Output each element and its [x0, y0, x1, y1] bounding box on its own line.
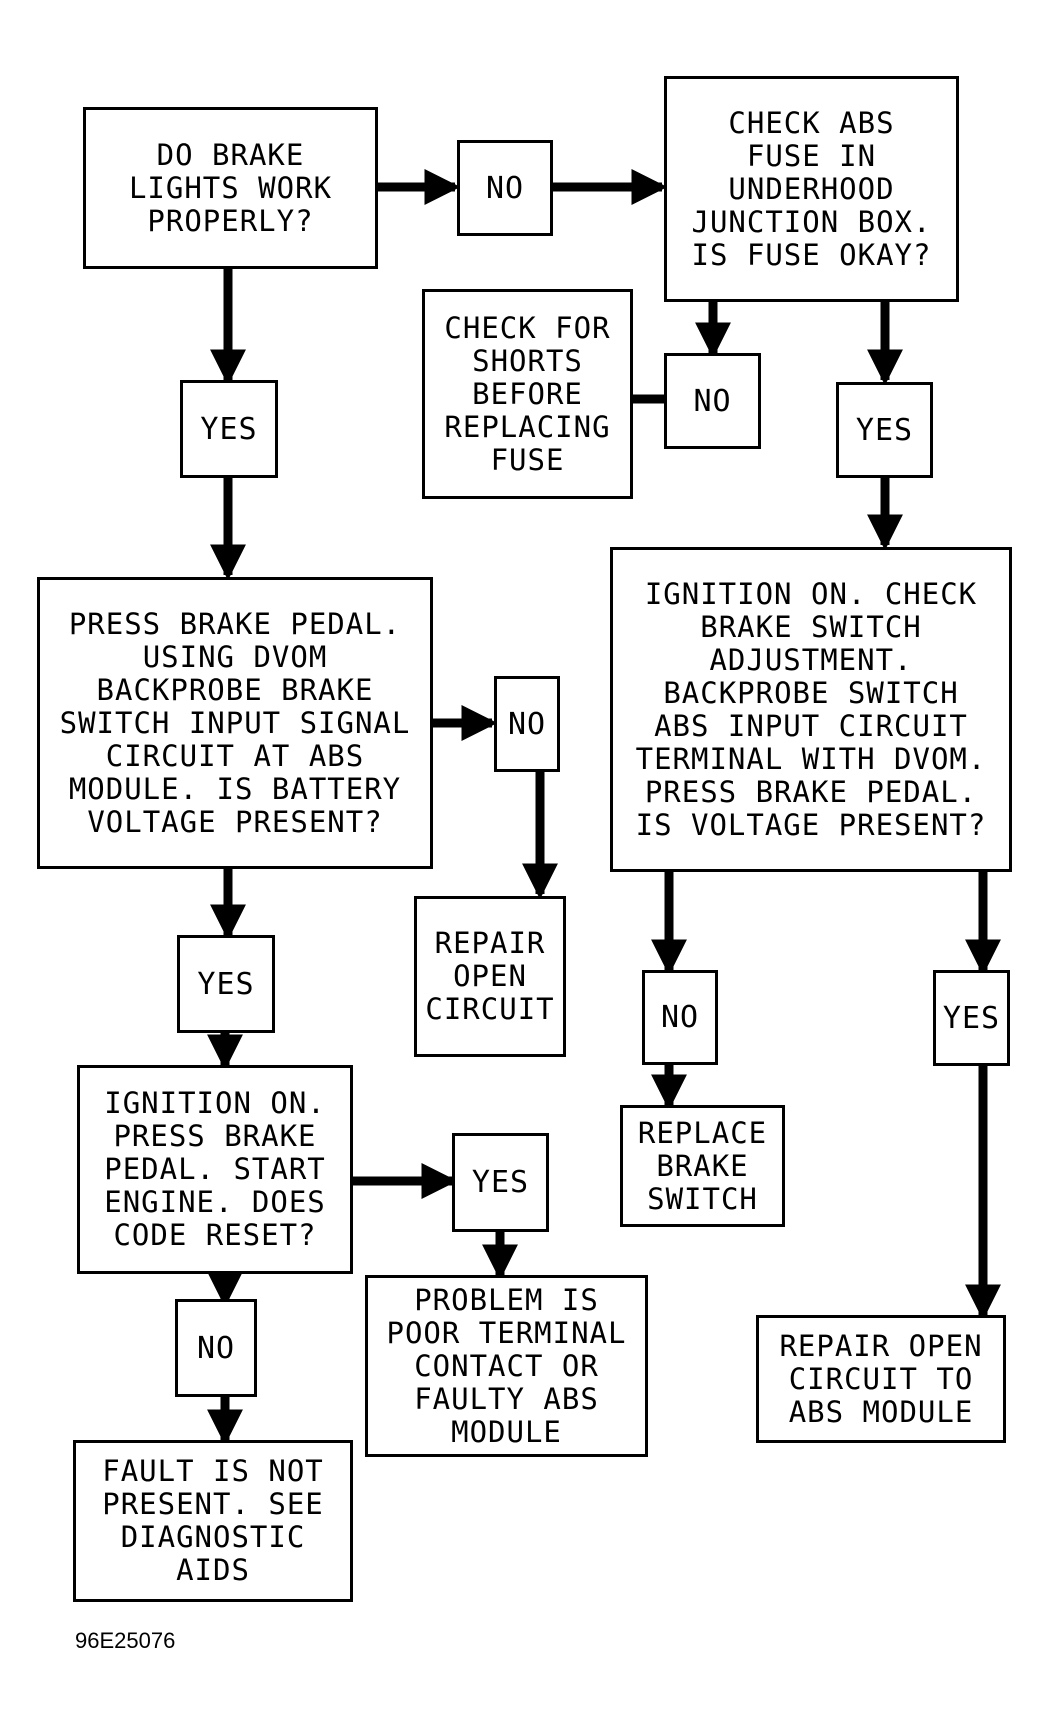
no-label-box: NO — [664, 353, 761, 449]
decision-ignition-check-switch-box: IGNITION ON. CHECK BRAKE SWITCH ADJUSTME… — [610, 547, 1012, 872]
decision-check-fuse-box: CHECK ABS FUSE IN UNDERHOOD JUNCTION BOX… — [664, 76, 959, 302]
yes-label-box: YES — [177, 935, 275, 1033]
no-label-box: NO — [494, 676, 560, 772]
yes-label-box: YES — [933, 970, 1010, 1066]
no-label-box: NO — [457, 140, 553, 236]
action-fault-not-present-box: FAULT IS NOT PRESENT. SEE DIAGNOSTIC AID… — [73, 1440, 353, 1602]
action-replace-brake-switch-box: REPLACE BRAKE SWITCH — [620, 1105, 785, 1227]
decision-press-pedal-box: PRESS BRAKE PEDAL. USING DVOM BACKPROBE … — [37, 577, 433, 869]
no-label-box: NO — [175, 1299, 257, 1397]
figure-id-label: 96E25076 — [75, 1628, 176, 1653]
action-repair-open-circuit-box: REPAIR OPEN CIRCUIT — [414, 896, 566, 1057]
action-repair-open-abs-box: REPAIR OPEN CIRCUIT TO ABS MODULE — [756, 1315, 1006, 1443]
no-label-box: NO — [642, 970, 718, 1065]
action-poor-terminal-box: PROBLEM IS POOR TERMINAL CONTACT OR FAUL… — [365, 1275, 648, 1457]
action-check-shorts-box: CHECK FOR SHORTS BEFORE REPLACING FUSE — [422, 289, 633, 499]
yes-label-box: YES — [836, 382, 933, 478]
decision-code-reset-box: IGNITION ON. PRESS BRAKE PEDAL. START EN… — [77, 1065, 353, 1274]
yes-label-box: YES — [180, 380, 278, 478]
decision-brake-lights-box: DO BRAKE LIGHTS WORK PROPERLY? — [83, 107, 378, 269]
yes-label-box: YES — [452, 1133, 549, 1232]
